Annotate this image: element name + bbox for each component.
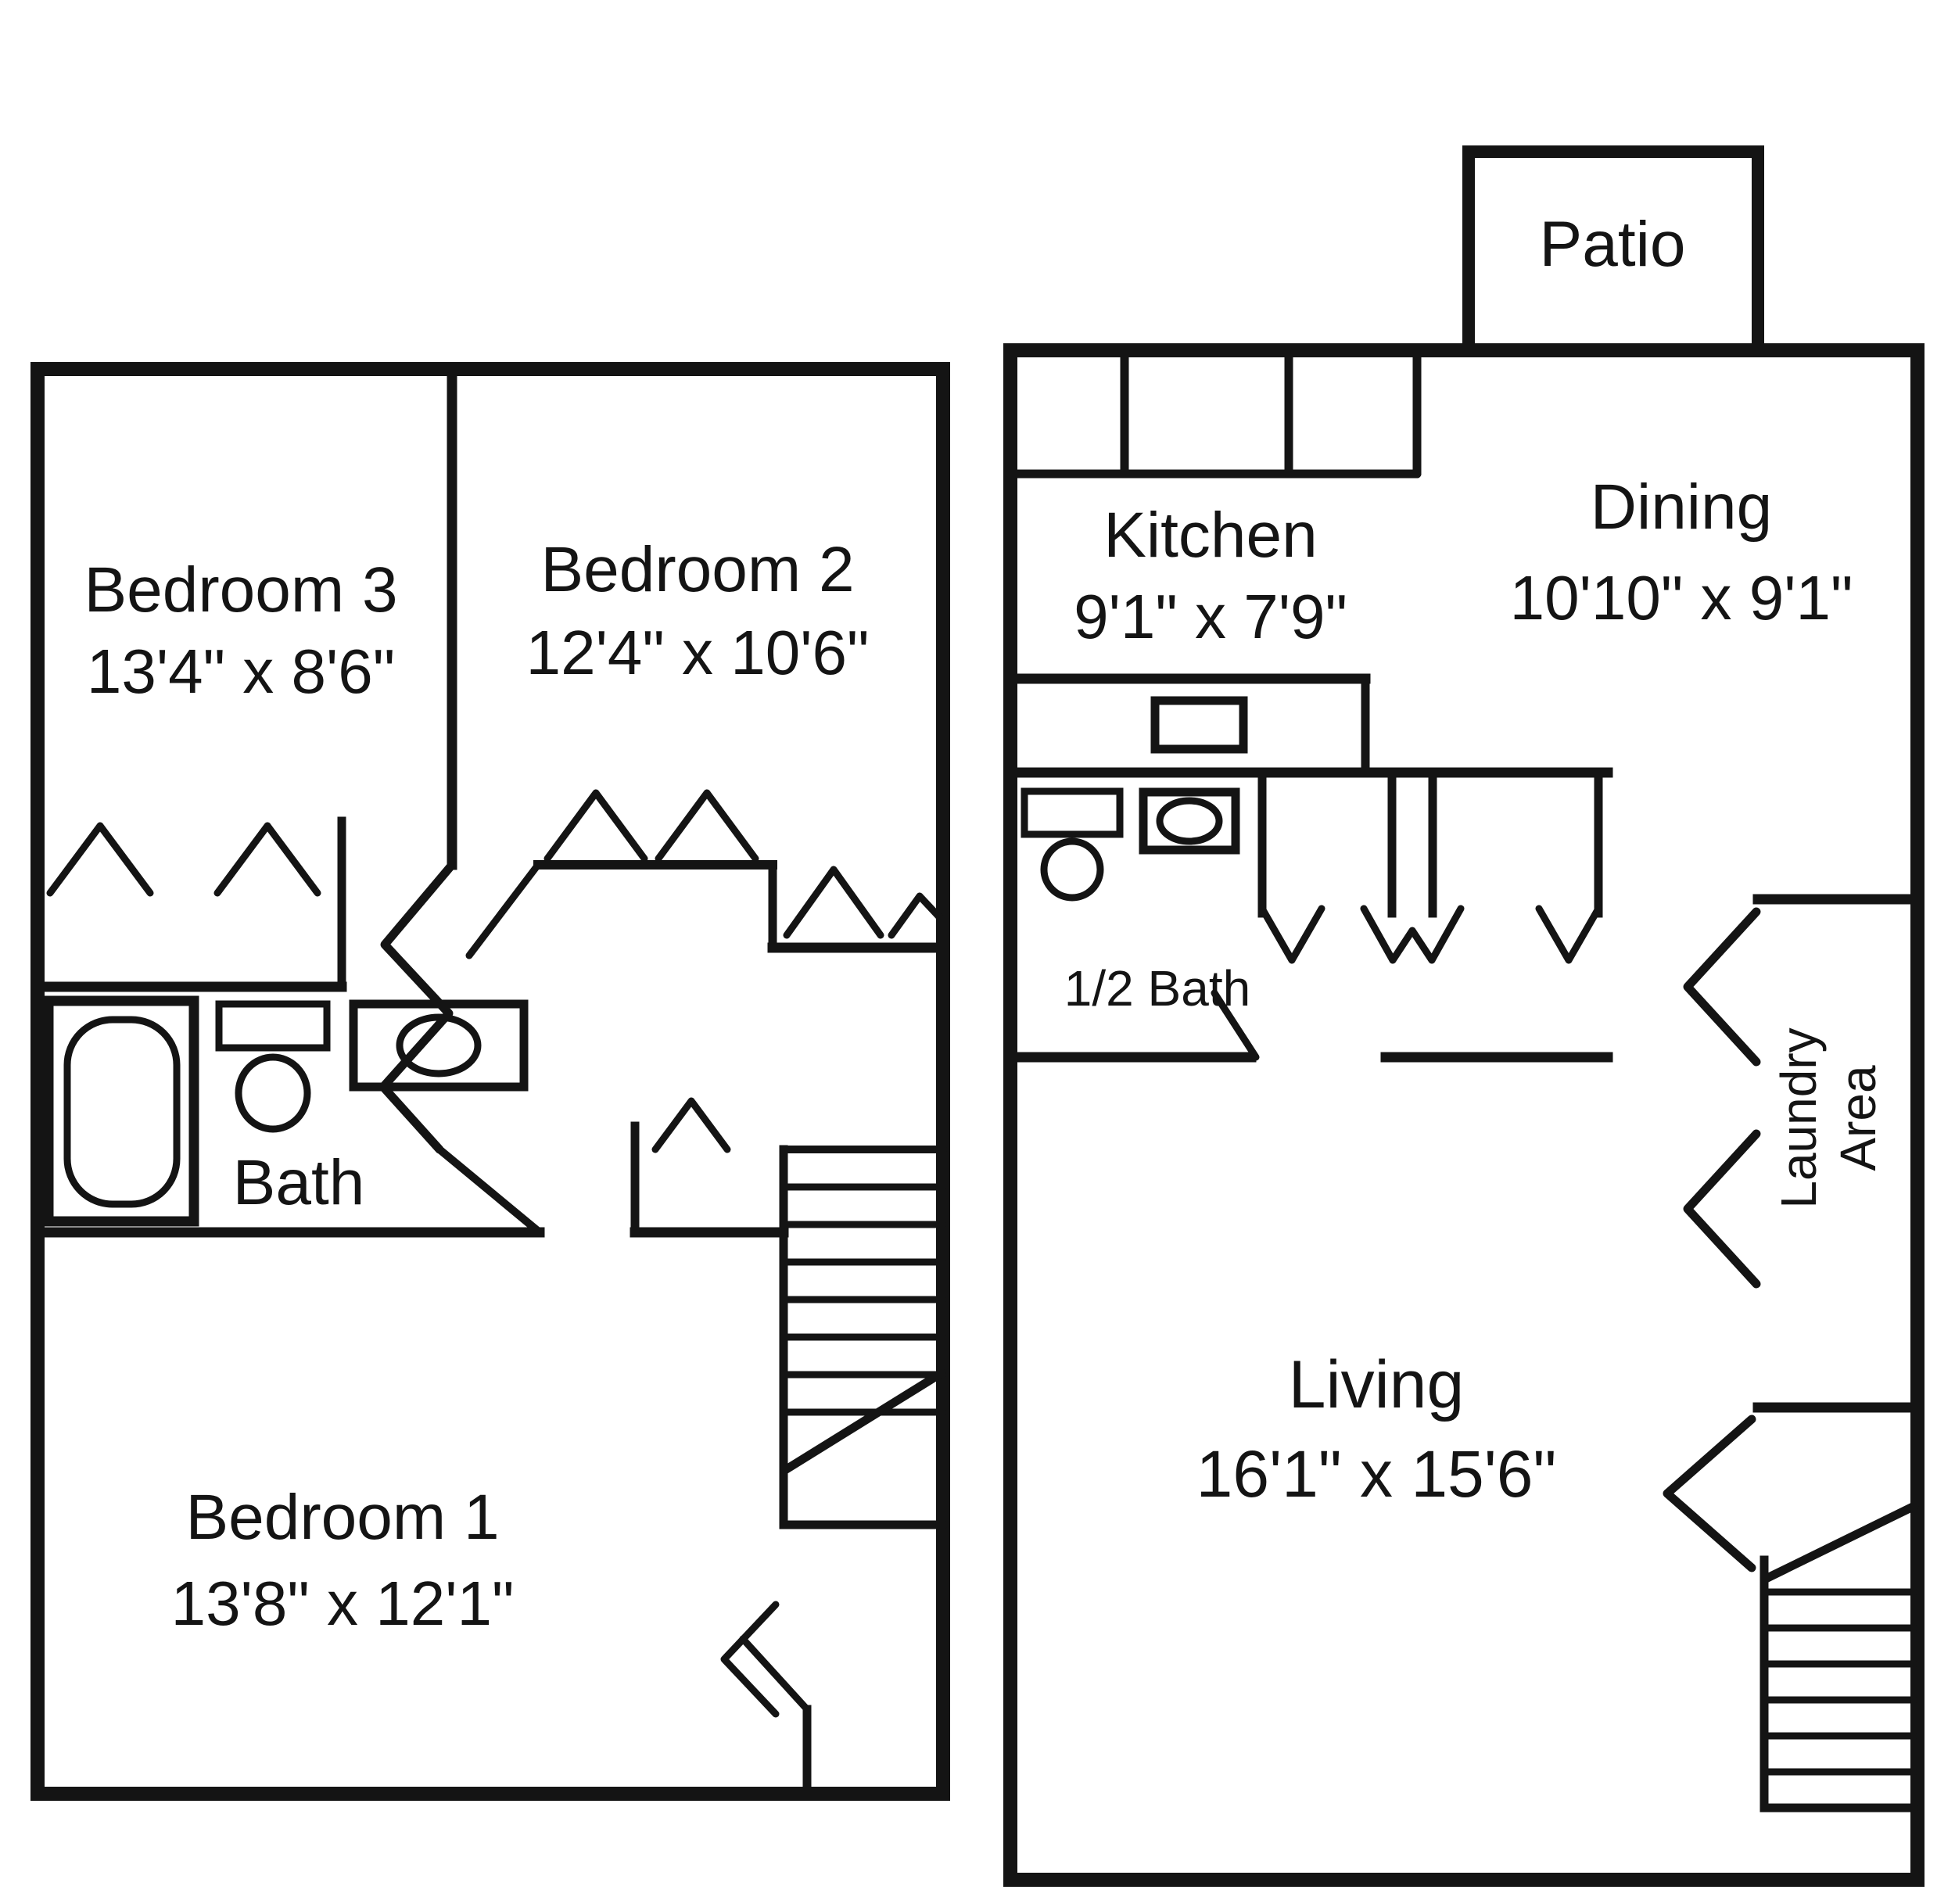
door-leaf — [465, 861, 542, 959]
half-bath-label: 1/2 Bath — [1064, 960, 1250, 1017]
door-swing-icon — [720, 1601, 780, 1718]
upper-outer-wall — [30, 362, 950, 1801]
main-floor-plan: Laundry Area Patio Kitchen 9'1" x 7'9" D… — [1003, 145, 1925, 1887]
toilet-icon — [215, 1000, 331, 1133]
door-swing-icon — [213, 822, 321, 897]
upper-floor-plan: Bedroom 3 13'4" x 8'6" Bedroom 2 12'4" x… — [30, 362, 950, 1801]
kitchen-counter — [1006, 347, 1422, 479]
laundry-label-line1: Laundry — [1770, 1027, 1827, 1208]
bedroom2-label: Bedroom 2 — [540, 534, 854, 605]
patio-label: Patio — [1540, 209, 1686, 280]
door-swing-icon — [1258, 905, 1325, 964]
toilet-icon — [1021, 787, 1124, 902]
door-swing-icon — [543, 789, 648, 862]
dining-label: Dining — [1591, 472, 1772, 543]
patio-walls — [1462, 145, 1764, 357]
bedroom1-label: Bedroom 1 — [185, 1482, 499, 1553]
main-outer-wall — [1003, 343, 1925, 1887]
kitchen-label: Kitchen — [1103, 500, 1318, 571]
living-label: Living — [1289, 1347, 1465, 1422]
bathtub-icon — [43, 995, 199, 1227]
bedroom1-entry-door-leaf — [739, 1635, 811, 1713]
dining-dims: 10'10" x 9'1" — [1510, 563, 1853, 633]
door-swing-icon — [783, 866, 884, 939]
door-swing-icon — [888, 892, 947, 939]
bifold-door-icon — [1683, 1129, 1761, 1289]
stairs-icon — [1760, 1501, 1919, 1813]
stove-counter-icon — [1150, 696, 1248, 754]
hall-closets — [1257, 768, 1603, 964]
door-swing-icon — [1360, 905, 1465, 964]
hallway-jagged-wall — [378, 860, 457, 1154]
door-swing-icon — [651, 1097, 731, 1153]
door-swing-icon — [1535, 905, 1602, 964]
bedroom3-dims: 13'4" x 8'6" — [87, 636, 395, 706]
door-swing-icon — [1663, 1415, 1756, 1572]
bath-door-leaf — [436, 1146, 543, 1236]
door-swing-icon — [655, 789, 759, 862]
bedroom1-dims: 13'8" x 12'1" — [171, 1569, 515, 1638]
half-bath-door-leaf — [1211, 989, 1260, 1061]
door-swing-icon — [46, 822, 154, 897]
kitchen-dims: 9'1" x 7'9" — [1074, 582, 1347, 651]
laundry-area: Laundry Area — [1683, 894, 1923, 1413]
bifold-door-icon — [1683, 907, 1761, 1067]
sink-vanity-icon — [1139, 787, 1240, 855]
laundry-label-line2: Area — [1830, 1065, 1886, 1171]
stairs-icon — [779, 1145, 948, 1529]
bedroom2-dims: 12'4" x 10'6" — [526, 618, 870, 687]
bath-label: Bath — [233, 1147, 365, 1218]
bedroom3-label: Bedroom 3 — [84, 554, 397, 626]
sink-vanity-icon — [349, 999, 529, 1092]
living-dims: 16'1" x 15'6" — [1196, 1437, 1557, 1511]
